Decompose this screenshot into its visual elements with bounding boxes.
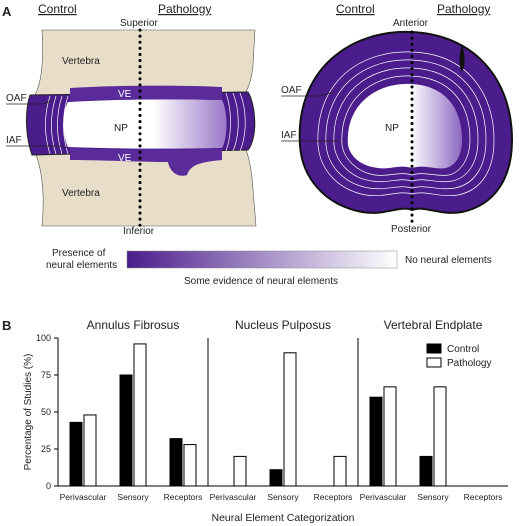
legend-label-control: Control bbox=[447, 344, 479, 355]
axial-nucleus bbox=[347, 83, 462, 169]
bar-control bbox=[269, 469, 283, 487]
sagittal-control-label: Control bbox=[38, 2, 77, 16]
y-axis-label: Percentage of Studies (%) bbox=[23, 354, 34, 471]
group-title: Nucleus Pulposus bbox=[235, 318, 331, 332]
x-tick-label: Perivascular bbox=[360, 492, 407, 502]
group-title: Vertebral Endplate bbox=[384, 318, 483, 332]
legend-swatch-pathology bbox=[426, 357, 442, 368]
bar-control bbox=[169, 438, 183, 487]
axial-pathology-label: Pathology bbox=[437, 2, 490, 16]
iaf-label: IAF bbox=[6, 135, 22, 146]
sagittal-pathology-label: Pathology bbox=[158, 2, 211, 16]
neural-element-scale: Presence of neural elements Some evidenc… bbox=[46, 248, 492, 287]
oaf-label: OAF bbox=[6, 93, 27, 104]
inferior-label: Inferior bbox=[123, 226, 155, 237]
bar-control bbox=[369, 396, 383, 487]
scale-middle: Some evidence of neural elements bbox=[184, 276, 338, 287]
bar-pathology bbox=[433, 386, 447, 487]
axial-iaf-label: IAF bbox=[281, 130, 297, 141]
y-tick-label: 0 bbox=[46, 481, 51, 491]
superior-label: Superior bbox=[120, 18, 158, 29]
axial-oaf-label: OAF bbox=[281, 85, 302, 96]
x-tick-label: Receptors bbox=[464, 492, 503, 502]
panel-b-label: B bbox=[2, 318, 11, 333]
bar-control bbox=[119, 374, 133, 487]
sagittal-nucleus bbox=[63, 99, 227, 149]
posterior-label: Posterior bbox=[391, 224, 432, 235]
sagittal-lamellae bbox=[45, 92, 246, 155]
x-tick-label: Sensory bbox=[267, 492, 299, 502]
x-tick-label: Perivascular bbox=[60, 492, 107, 502]
y-tick-label: 75 bbox=[41, 370, 51, 380]
x-axis-label: Neural Element Categorization bbox=[212, 512, 355, 524]
np-label: NP bbox=[114, 123, 128, 134]
panel-a-label: A bbox=[2, 4, 12, 19]
ve-bottom-label: VE bbox=[118, 153, 132, 164]
endplate-top bbox=[70, 85, 222, 101]
bar-pathology bbox=[83, 414, 97, 487]
group-title: Annulus Fibrosus bbox=[87, 318, 180, 332]
x-tick-label: Perivascular bbox=[210, 492, 257, 502]
axial-lamellae bbox=[317, 51, 495, 197]
scale-left-line2: neural elements bbox=[46, 260, 117, 271]
vertebra-bottom-shape bbox=[34, 149, 257, 227]
x-tick-label: Sensory bbox=[117, 492, 149, 502]
axial-np-label: NP bbox=[385, 123, 399, 134]
legend-label-pathology: Pathology bbox=[447, 358, 491, 369]
axial-section: Control Pathology Anterior NP OAF IAF Po… bbox=[281, 2, 514, 235]
scale-gradient-bar bbox=[126, 250, 398, 269]
scale-left-line1: Presence of bbox=[52, 248, 106, 259]
x-tick-label: Sensory bbox=[417, 492, 449, 502]
ve-top-label: VE bbox=[118, 89, 132, 100]
vertebra-bottom-label: Vertebra bbox=[62, 188, 100, 199]
bar-pathology bbox=[333, 455, 347, 487]
bar-control bbox=[419, 455, 433, 487]
x-tick-label: Receptors bbox=[164, 492, 203, 502]
legend-swatch-control bbox=[426, 343, 442, 354]
y-tick-label: 50 bbox=[41, 407, 51, 417]
vertebra-top-label: Vertebra bbox=[62, 56, 100, 67]
sagittal-section: Control Pathology Superior VE VE NP Vert… bbox=[6, 2, 257, 237]
bar-pathology bbox=[383, 386, 397, 487]
y-tick-label: 100 bbox=[36, 333, 51, 343]
bar-pathology bbox=[233, 455, 247, 487]
bar-pathology bbox=[133, 343, 147, 487]
y-tick-label: 25 bbox=[41, 444, 51, 454]
scale-right: No neural elements bbox=[405, 255, 492, 266]
x-tick-label: Receptors bbox=[314, 492, 353, 502]
bar-pathology bbox=[283, 352, 297, 487]
bar-pathology bbox=[183, 444, 197, 487]
bar-control bbox=[69, 421, 83, 487]
axial-control-label: Control bbox=[336, 2, 375, 16]
endplate-bottom bbox=[70, 148, 222, 176]
anterior-label: Anterior bbox=[393, 18, 429, 29]
